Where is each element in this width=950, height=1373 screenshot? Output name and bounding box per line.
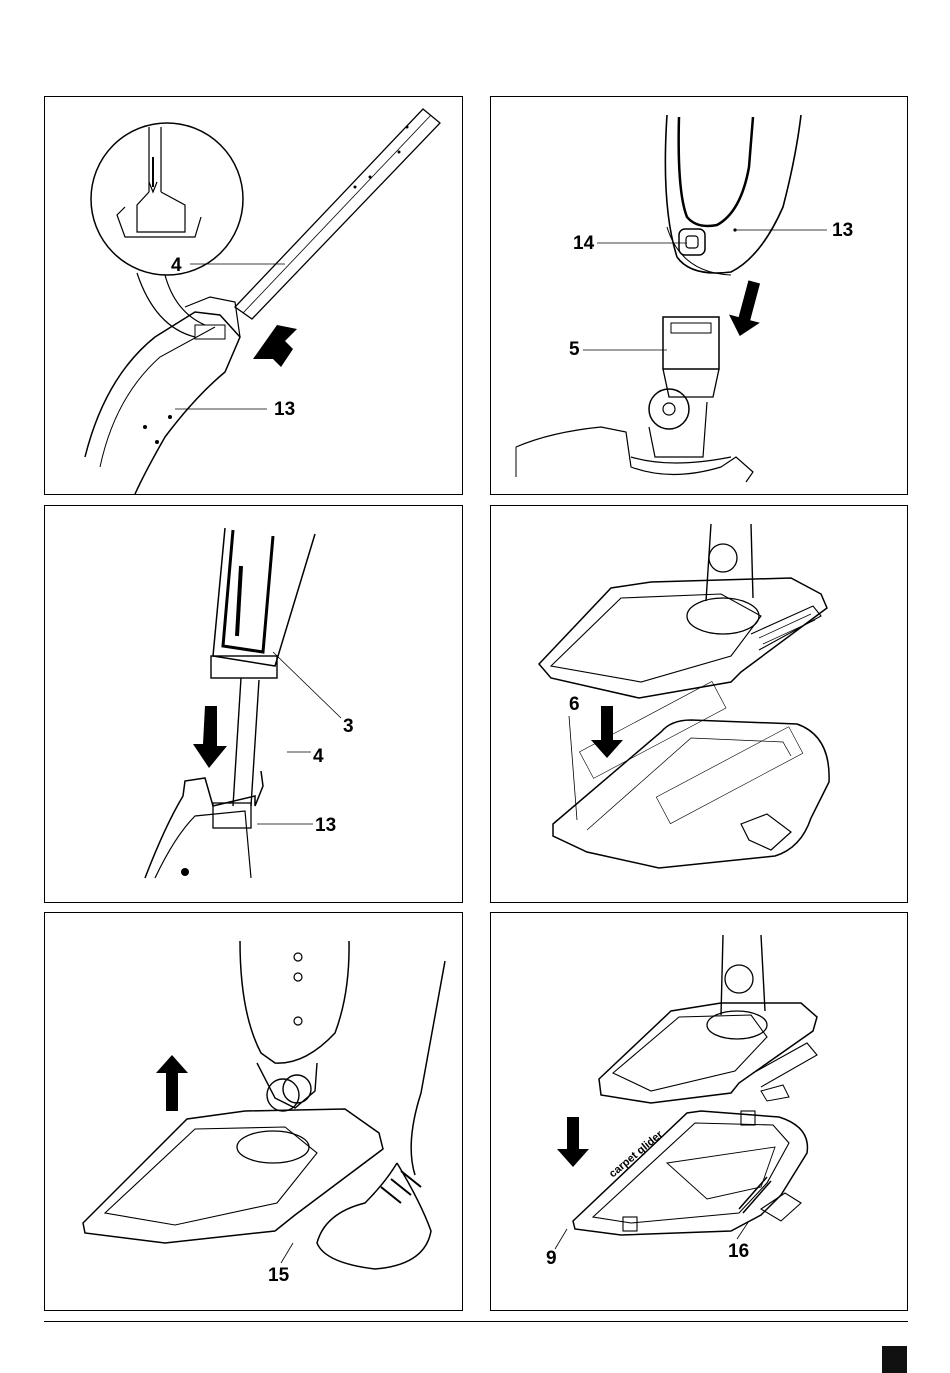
callout-4: 4 bbox=[313, 747, 324, 766]
handle-connector-illustration bbox=[491, 97, 907, 494]
callout-15: 15 bbox=[268, 1266, 289, 1285]
callout-13: 13 bbox=[315, 816, 336, 835]
figure-panel-5: 15 bbox=[44, 912, 463, 1311]
callout-14: 14 bbox=[573, 234, 594, 253]
callout-3: 3 bbox=[343, 717, 354, 736]
figure-panel-6: carpet glider 9 16 bbox=[490, 912, 908, 1311]
figure-panel-1: 4 13 bbox=[44, 96, 463, 495]
arrow-down-left-icon bbox=[253, 325, 297, 367]
figure-panel-4: 6 bbox=[490, 505, 908, 903]
figure-panel-3: 3 4 13 bbox=[44, 505, 463, 903]
callout-13: 13 bbox=[832, 221, 853, 240]
callout-13: 13 bbox=[274, 400, 295, 419]
arrow-down-icon bbox=[724, 278, 769, 340]
cloth-pad-illustration bbox=[491, 506, 907, 902]
pole-lower-handle-illustration bbox=[45, 506, 462, 902]
callout-4: 4 bbox=[171, 256, 182, 275]
foot-release-illustration bbox=[45, 913, 462, 1310]
callout-6: 6 bbox=[569, 695, 580, 714]
callout-16: 16 bbox=[728, 1242, 749, 1261]
callout-5: 5 bbox=[569, 340, 580, 359]
pole-assembly-illustration bbox=[45, 97, 462, 494]
arrow-down-icon bbox=[557, 1117, 589, 1167]
arrow-up-icon bbox=[156, 1055, 188, 1111]
callout-9: 9 bbox=[546, 1249, 557, 1268]
footer-rule bbox=[44, 1321, 908, 1322]
page-marker bbox=[882, 1346, 907, 1373]
arrow-down-icon bbox=[591, 706, 623, 758]
arrow-down-icon bbox=[193, 706, 227, 768]
figure-panel-2: 14 13 5 bbox=[490, 96, 908, 495]
